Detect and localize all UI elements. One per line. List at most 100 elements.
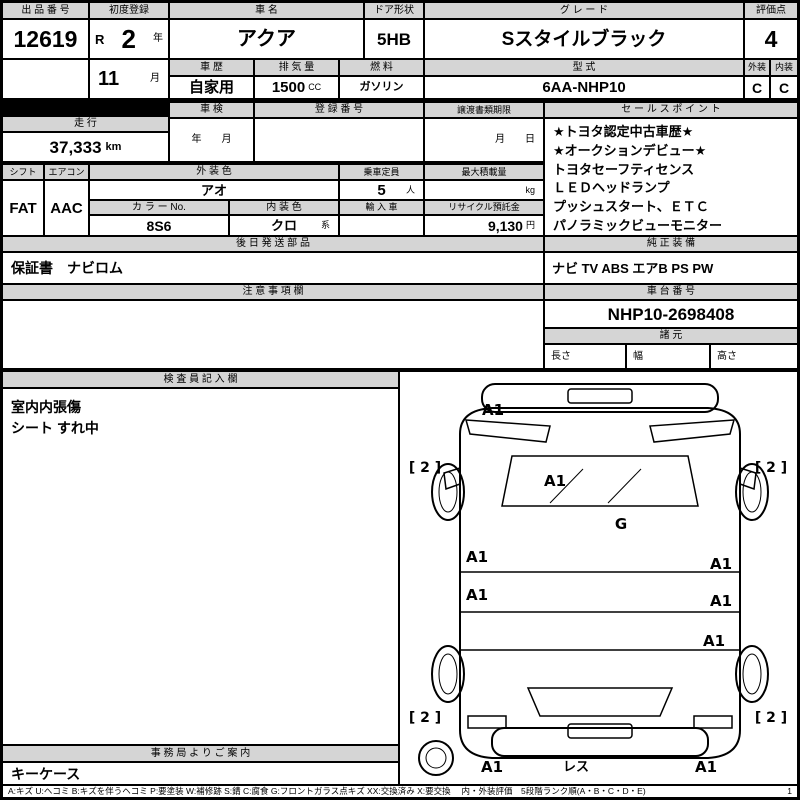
interior-color: クロ xyxy=(270,218,297,233)
wiper-left xyxy=(549,468,584,504)
grade-label: グ レ ー ド xyxy=(425,3,743,18)
reg-year: 2 xyxy=(121,24,136,54)
displacement-unit: CC xyxy=(308,82,322,92)
redacted-bar xyxy=(3,103,88,115)
legend-text: A:キズ U:ヘコミ B:キズを伴うヘコミ P:要塗装 W:補修跡 S:錆 C:… xyxy=(8,786,646,797)
sales-point-line: ＬＥＤヘッドランプ xyxy=(553,180,670,196)
displacement-value: 1500 CC xyxy=(255,77,338,98)
legend-page: 1 xyxy=(787,786,792,797)
door-shape-label: ドア形状 xyxy=(365,3,423,18)
aircon-value: AAC xyxy=(45,181,88,235)
mark-rear-right: A1 xyxy=(695,758,717,776)
car-body xyxy=(459,407,741,759)
headlight-left xyxy=(464,419,551,443)
wheel-rear-right-inner xyxy=(742,653,762,695)
blank-cell xyxy=(3,60,88,98)
model-code-value: 6AA-NHP10 xyxy=(425,77,743,98)
sales-point-line: パノラミックビューモニター xyxy=(553,218,723,234)
first-registration-label: 初度登録 xyxy=(90,3,168,18)
mark-hood: A1 xyxy=(482,401,504,419)
recycle-deposit-label: リサイクル預託金 xyxy=(425,201,543,214)
max-load-label: 最大積載量 xyxy=(425,165,543,179)
mark-door-rear-left: A1 xyxy=(466,586,488,604)
score-value: 4 xyxy=(745,20,797,58)
later-shipped-parts-label: 後 日 発 送 部 品 xyxy=(3,237,543,251)
interior-color-value: クロ 系 xyxy=(230,216,338,235)
inspector-notes-label: 検 査 員 記 入 欄 xyxy=(3,372,398,387)
interior-grade: C xyxy=(771,77,797,98)
wheel-front-left xyxy=(431,463,465,521)
registration-no-label: 登 録 番 号 xyxy=(255,103,423,117)
rear-plate xyxy=(567,723,633,739)
car-name-value: アクア xyxy=(170,20,363,58)
headlight-right xyxy=(649,419,736,443)
import-label: 輸 入 車 xyxy=(340,201,423,214)
sales-point-line: プッシュスタート、ＥＴＣ xyxy=(553,199,709,215)
front-plate xyxy=(567,388,633,404)
month-unit: 月 xyxy=(150,73,160,84)
auction-no-value: 12619 xyxy=(3,20,88,58)
spare-tire xyxy=(418,740,454,776)
rear-window xyxy=(526,687,674,717)
exterior-label: 外装 xyxy=(745,60,769,75)
spare-tire-inner xyxy=(425,747,447,769)
office-guidance-value: キーケース xyxy=(3,763,398,784)
mark-windshield: A1 xyxy=(544,472,566,490)
mark-door-front-right: A1 xyxy=(710,555,732,573)
sales-points-label: セ ー ル ス ポ イ ン ト xyxy=(545,103,797,117)
shift-label: シフト xyxy=(3,165,43,179)
taillight-right xyxy=(693,715,733,729)
mileage-label: 走 行 xyxy=(3,117,168,131)
displacement-label: 排 気 量 xyxy=(255,60,338,75)
fuel-value: ガソリン xyxy=(340,77,423,98)
mileage-unit: km xyxy=(105,140,122,153)
history-value: 自家用 xyxy=(170,77,253,98)
recycle-unit: 円 xyxy=(525,220,535,230)
mirror-right xyxy=(739,467,757,491)
car-diagram: A1 [ 2 ] [ 2 ] A1 G A1 A1 A1 A1 A1 [ 2 ]… xyxy=(409,383,787,776)
fuel-label: 燃 料 xyxy=(340,60,423,75)
wiper-right xyxy=(607,468,642,504)
spec-label: 諸 元 xyxy=(545,329,797,343)
exterior-color-label: 外 装 色 xyxy=(90,165,338,179)
sales-points: ★トヨタ認定中古車歴★ ★オークションデビュー★ トヨタセーフティセンス ＬＥＤ… xyxy=(545,119,797,235)
mark-pillar-top-right: [ 2 ] xyxy=(755,460,787,476)
legend-bar: A:キズ U:ヘコミ B:キズを伴うヘコミ P:要塗装 W:補修跡 S:錆 C:… xyxy=(3,786,797,797)
mileage-value: 37,333 km xyxy=(3,133,168,161)
registration-no-value xyxy=(255,119,423,161)
wheel-rear-left-inner xyxy=(438,653,458,695)
wheel-front-right xyxy=(735,463,769,521)
inspector-note-line: シート すれ中 xyxy=(11,419,99,436)
mark-pillar-top-left: [ 2 ] xyxy=(409,460,441,476)
genuine-equipment-value: ナビ TV ABS エアB PS PW xyxy=(545,253,797,283)
interior-label: 内装 xyxy=(771,60,797,75)
color-no-label: カ ラ ー No. xyxy=(90,201,228,214)
door-shape-value: 5HB xyxy=(365,20,423,58)
max-load-value: kg xyxy=(425,181,543,199)
capacity-value: 5 人 xyxy=(340,181,423,199)
mark-spare-less: レス xyxy=(563,760,589,775)
displacement-number: 1500 xyxy=(271,79,306,96)
taillight-left xyxy=(467,715,507,729)
reg-month: 11 xyxy=(98,68,120,90)
first-registration-year: R 2 年 xyxy=(90,20,168,58)
recycle-amount: 9,130 xyxy=(487,217,523,234)
sales-point-line: ★トヨタ認定中古車歴★ xyxy=(553,123,694,139)
recycle-deposit-value: 9,130 円 xyxy=(425,216,543,235)
history-label: 車 歴 xyxy=(170,60,253,75)
windshield xyxy=(501,455,699,507)
mark-glass: G xyxy=(615,515,627,533)
width-cell: 幅 xyxy=(627,345,709,368)
exterior-grade: C xyxy=(745,77,769,98)
interior-color-label: 内 装 色 xyxy=(230,201,338,214)
first-registration-month: 11 月 xyxy=(90,60,168,98)
wheel-front-right-inner xyxy=(742,471,762,513)
score-label: 評価点 xyxy=(745,3,797,18)
grade-value: Sスタイルブラック xyxy=(425,20,743,58)
mirror-left xyxy=(443,467,461,491)
model-code-label: 型 式 xyxy=(425,60,743,75)
car-name-label: 車 名 xyxy=(170,3,363,18)
mileage-number: 37,333 xyxy=(49,137,102,157)
sales-point-line: トヨタセーフティセンス xyxy=(553,161,695,177)
